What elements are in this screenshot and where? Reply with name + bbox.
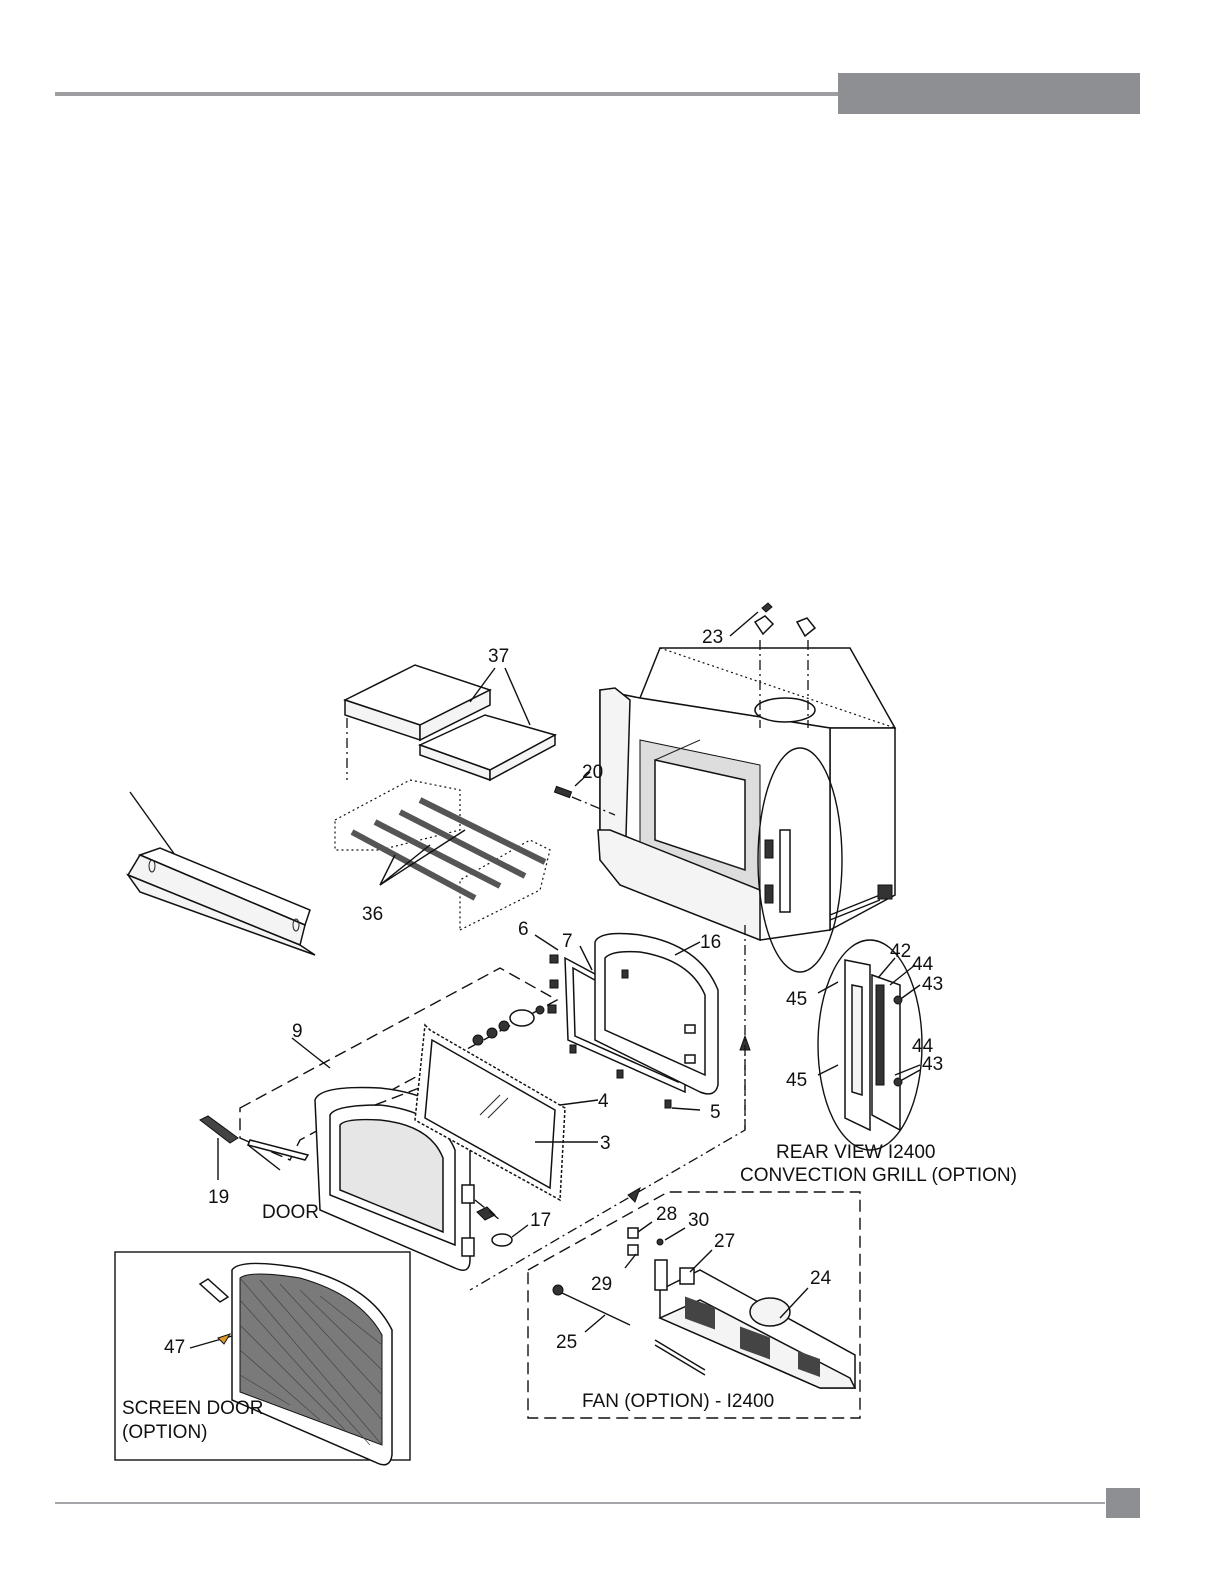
- rear-view-grill: [818, 940, 922, 1150]
- label-6: 6: [518, 919, 529, 940]
- part-23-brackets: [730, 603, 815, 636]
- label-36: 36: [362, 904, 383, 925]
- label-20: 20: [582, 762, 603, 783]
- part-17-knob: [492, 1225, 528, 1246]
- part-19-spring: [200, 1116, 238, 1180]
- caption-rear-view: REAR VIEW I2400: [776, 1142, 935, 1163]
- label-5: 5: [710, 1102, 721, 1123]
- label-4: 4: [598, 1091, 609, 1112]
- part-16-door-frame: [595, 934, 750, 1130]
- label-27: 27: [714, 1231, 735, 1252]
- label-17: 17: [530, 1210, 551, 1231]
- label-44a: 44: [912, 954, 934, 975]
- caption-door: DOOR: [262, 1202, 319, 1223]
- caption-screen-door: SCREEN DOOR: [122, 1398, 263, 1419]
- label-19: 19: [208, 1187, 229, 1208]
- caption-convection-grill: CONVECTION GRILL (OPTION): [740, 1165, 1017, 1186]
- label-45b: 45: [786, 1070, 807, 1091]
- label-29: 29: [591, 1274, 612, 1295]
- label-47: 47: [164, 1337, 185, 1358]
- label-16: 16: [700, 932, 721, 953]
- label-7: 7: [562, 931, 573, 952]
- label-28: 28: [656, 1204, 677, 1225]
- part-37-bricks: [345, 665, 555, 780]
- label-3: 3: [600, 1133, 611, 1154]
- label-9: 9: [292, 1021, 303, 1042]
- label-45a: 45: [786, 989, 807, 1010]
- label-43b: 43: [922, 1054, 943, 1075]
- label-24: 24: [810, 1268, 832, 1289]
- label-37: 37: [488, 646, 509, 667]
- baffle-bracket: [128, 792, 315, 955]
- label-42: 42: [890, 941, 911, 962]
- caption-fan: FAN (OPTION) - I2400: [582, 1391, 774, 1412]
- caption-screen-door-option: (OPTION): [122, 1422, 208, 1443]
- stove-body: [598, 640, 895, 972]
- label-43a: 43: [922, 974, 943, 995]
- label-23: 23: [702, 627, 723, 648]
- label-30: 30: [688, 1210, 709, 1231]
- label-25: 25: [556, 1332, 577, 1353]
